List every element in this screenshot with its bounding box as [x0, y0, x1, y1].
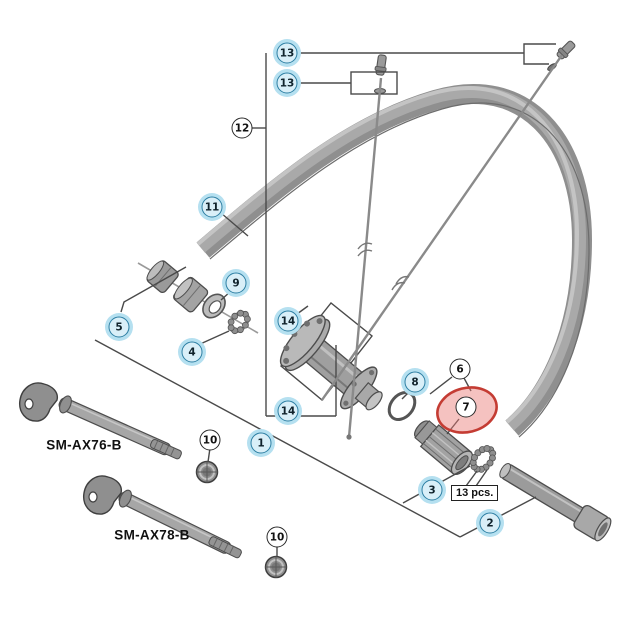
cone-spacer-large: [173, 276, 209, 313]
bearing-retainer-right: [469, 444, 497, 473]
hub-shell: [279, 314, 383, 411]
spoke-nipple-icon-left: [374, 54, 387, 76]
leader-lines: [94, 43, 556, 556]
cone-spacer-small: [146, 260, 179, 294]
quick-release-sm-ax78b: [83, 475, 242, 559]
bearing-count-text: 13 pcs.: [456, 487, 494, 499]
bearing-count-box: 13 pcs.: [451, 485, 499, 501]
label-sm-ax78-b: SM-AX78-B: [114, 527, 190, 543]
seal-ring: [202, 293, 226, 319]
rim: [196, 84, 593, 438]
label-sm-ax76-b: SM-AX76-B: [46, 437, 122, 453]
freehub-body: [414, 420, 474, 475]
hub-axle: [499, 462, 612, 542]
spokes: [321, 54, 563, 440]
spoke-nipple-icon-right: [556, 40, 576, 60]
quick-release-sm-ax76b: [19, 382, 182, 460]
o-ring: [387, 391, 417, 421]
end-cap-10a: [195, 460, 219, 484]
end-cap-10b: [264, 555, 288, 579]
bearing-retainer-left: [227, 309, 251, 335]
